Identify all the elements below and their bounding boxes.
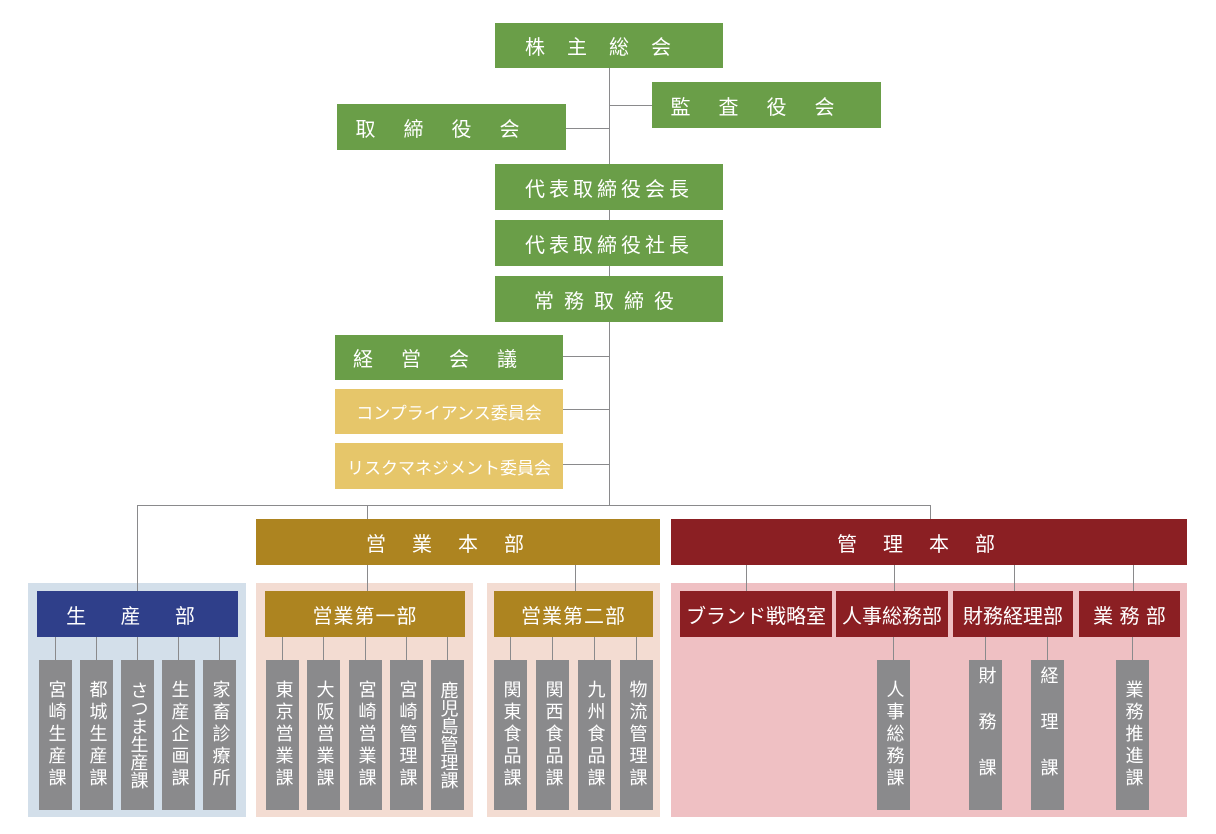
connector <box>893 637 894 660</box>
section-label: 都城生産課 <box>86 680 108 790</box>
section-label: さつま生産課 <box>127 681 149 789</box>
section-box: 関西食品課 <box>536 660 569 810</box>
connector <box>563 464 609 465</box>
connector <box>55 637 56 660</box>
section-label: 経理課 <box>1037 666 1059 804</box>
section-label: 人事総務課 <box>883 680 905 790</box>
connector <box>282 637 283 660</box>
section-box: 人事総務課 <box>877 660 910 810</box>
finance-accounting-box: 財務経理部 <box>953 591 1073 637</box>
brand-strategy-box: ブランド戦略室 <box>680 591 832 637</box>
connector <box>406 637 407 660</box>
connector <box>323 637 324 660</box>
connector <box>219 637 220 660</box>
connector <box>367 505 368 519</box>
section-label: 九州食品課 <box>584 680 606 790</box>
section-label: 生産企画課 <box>168 680 190 790</box>
connector <box>930 505 931 519</box>
connector <box>137 637 138 660</box>
section-box: 大阪営業課 <box>307 660 340 810</box>
operations-dept-box: 業 務 部 <box>1079 591 1180 637</box>
connector <box>510 637 511 660</box>
section-label: 物流管理課 <box>626 680 648 790</box>
section-box: 物流管理課 <box>620 660 653 810</box>
section-box: 東京営業課 <box>266 660 299 810</box>
section-box: 宮崎営業課 <box>349 660 382 810</box>
connector <box>609 105 652 106</box>
president-box: 代表取締役社長 <box>495 220 723 266</box>
connector <box>552 637 553 660</box>
connector <box>566 128 609 129</box>
connector <box>563 356 609 357</box>
connector <box>575 565 576 591</box>
chairman-box: 代表取締役会長 <box>495 164 723 210</box>
section-label: 関西食品課 <box>542 680 564 790</box>
connector <box>365 637 366 660</box>
shareholders-box: 株主総会 <box>495 23 723 68</box>
auditors-box: 監査役会 <box>652 82 881 128</box>
section-box: 経理課 <box>1031 660 1064 810</box>
board-box: 取締役会 <box>337 104 566 150</box>
section-box: さつま生産課 <box>121 660 154 810</box>
connector <box>178 637 179 660</box>
section-box: 宮崎管理課 <box>390 660 423 810</box>
connector <box>746 565 747 591</box>
section-label: 東京営業課 <box>272 680 294 790</box>
compliance-committee-box: コンプライアンス委員会 <box>335 389 563 434</box>
sales-dept1-box: 営業第一部 <box>265 591 465 637</box>
management-meeting-box: 経営会議 <box>335 335 563 380</box>
connector <box>367 565 368 591</box>
connector <box>985 637 986 660</box>
section-label: 大阪営業課 <box>313 680 335 790</box>
section-box: 鹿児島管理課 <box>431 660 464 810</box>
connector <box>563 409 609 410</box>
section-label: 宮崎営業課 <box>355 680 377 790</box>
connector <box>636 637 637 660</box>
connector <box>96 637 97 660</box>
section-box: 都城生産課 <box>80 660 113 810</box>
connector <box>894 565 895 591</box>
section-box: 生産企画課 <box>162 660 195 810</box>
section-box: 財務課 <box>969 660 1002 810</box>
connector <box>447 637 448 660</box>
section-box: 業務推進課 <box>1116 660 1149 810</box>
production-dept-box: 生 産 部 <box>37 591 238 637</box>
connector <box>137 505 930 506</box>
risk-committee-box: リスクマネジメント委員会 <box>335 443 563 489</box>
section-label: 家畜診療所 <box>209 680 231 790</box>
admin-hq-box: 管理本部 <box>671 519 1187 565</box>
sales-dept2-box: 営業第二部 <box>494 591 653 637</box>
section-box: 関東食品課 <box>494 660 527 810</box>
section-box: 家畜診療所 <box>203 660 236 810</box>
managing-director-box: 常務取締役 <box>495 276 723 322</box>
connector <box>594 637 595 660</box>
hr-general-affairs-box: 人事総務部 <box>836 591 948 637</box>
connector <box>1132 637 1133 660</box>
connector <box>1014 565 1015 591</box>
section-label: 宮崎生産課 <box>45 680 67 790</box>
section-label: 宮崎管理課 <box>396 680 418 790</box>
section-label: 財務課 <box>975 666 997 804</box>
connector <box>1133 565 1134 591</box>
section-label: 鹿児島管理課 <box>437 681 459 789</box>
section-label: 関東食品課 <box>500 680 522 790</box>
sales-hq-box: 営業本部 <box>256 519 660 565</box>
section-box: 宮崎生産課 <box>39 660 72 810</box>
section-label: 業務推進課 <box>1122 680 1144 790</box>
connector <box>1047 637 1048 660</box>
connector <box>137 505 138 591</box>
section-box: 九州食品課 <box>578 660 611 810</box>
